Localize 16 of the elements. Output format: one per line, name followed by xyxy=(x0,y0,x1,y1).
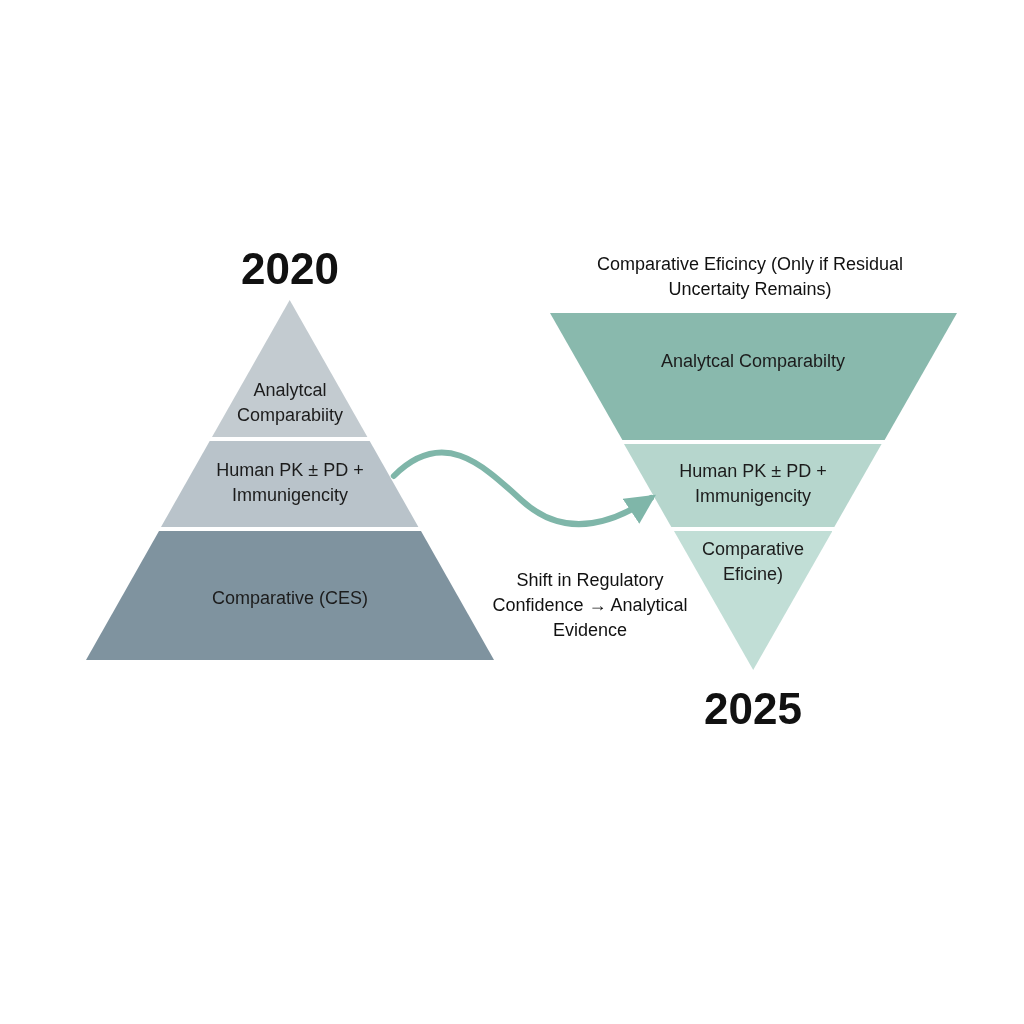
year-heading: 2020 xyxy=(240,245,340,294)
pyramid-tier xyxy=(212,300,368,437)
tier-label: Comparative Eficine) xyxy=(700,538,805,586)
shift-caption: Shift in Regulatory Confidence → Analytical Evidence xyxy=(491,569,689,642)
curved-arrow xyxy=(390,449,657,527)
tier-label: Human PK ± PD + Immunigencity xyxy=(678,460,828,508)
note-text: Comparative Eficincy (Only if Residual Uncertaity Remains) xyxy=(595,253,905,301)
tier-label: Human PK ± PD + Immunigencity xyxy=(215,459,365,507)
year-heading: 2025 xyxy=(703,685,803,734)
pyramid-tier xyxy=(549,313,957,440)
tier-label: Analytcal Comparabilty xyxy=(660,350,846,373)
pyramid-tier xyxy=(624,444,882,527)
tier-label: Analytcal Comparabiity xyxy=(235,379,344,427)
tier-label: Comparative (CES) xyxy=(211,587,368,610)
pyramid-tier xyxy=(161,441,419,527)
pyramid-tier xyxy=(86,531,494,660)
